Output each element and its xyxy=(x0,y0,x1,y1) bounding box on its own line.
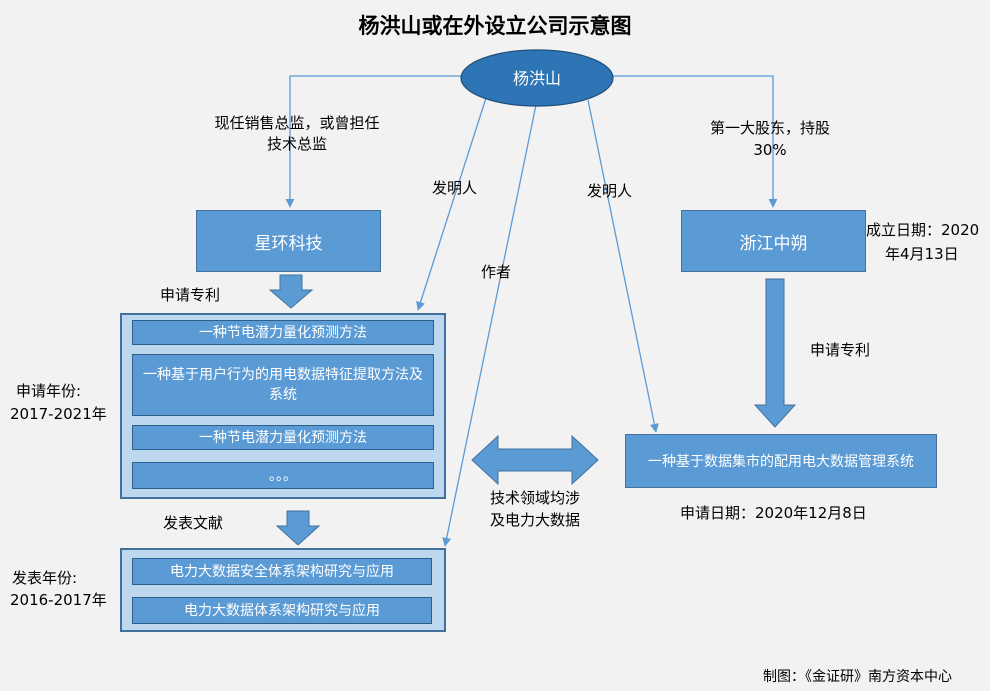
paper-item: 电力大数据安全体系架构研究与应用 xyxy=(132,558,432,585)
diagram-title: 杨洪山或在外设立公司示意图 xyxy=(358,14,632,38)
tech-overlap-line2: 及电力大数据 xyxy=(489,511,580,529)
credit-text: 制图：《金证研》南方资本中心 xyxy=(763,669,952,685)
patent-left-ellipsis: 。。。 xyxy=(132,462,434,489)
connector-author xyxy=(442,104,537,547)
inventor-right-label: 发明人 xyxy=(587,182,633,200)
apply-years-line2: 2017-2021年 xyxy=(10,405,107,423)
founded-date-line1: 成立日期：2020 xyxy=(866,221,980,239)
connector-inventor-left xyxy=(416,97,487,311)
block-arrow-apply-left xyxy=(268,274,314,309)
company-xinghuan: 星环科技 xyxy=(196,210,381,272)
right-relation-line1: 第一大股东，持股 xyxy=(709,119,830,137)
patent-right: 一种基于数据集市的配用电大数据管理系统 xyxy=(625,434,937,488)
connector-inventor-right xyxy=(587,99,659,433)
apply-date-right: 申请日期：2020年12月8日 xyxy=(680,504,867,522)
patent-left-item: 一种节电潜力量化预测方法 xyxy=(132,320,434,345)
double-arrow-tech-overlap xyxy=(471,434,599,486)
founded-date-line2: 年4月13日 xyxy=(885,245,959,263)
connector-to-xinghuan xyxy=(285,75,462,208)
patent-left-item: 一种基于用户行为的用电数据特征提取方法及系统 xyxy=(132,354,434,416)
apply-years-line1: 申请年份: xyxy=(16,382,82,400)
apply-patent-left-label: 申请专利 xyxy=(160,286,221,304)
block-arrow-publish xyxy=(275,510,321,546)
center-ellipse xyxy=(460,49,614,107)
patent-left-item: 一种节电潜力量化预测方法 xyxy=(132,425,434,450)
tech-overlap-line1: 技术领域均涉 xyxy=(489,489,580,507)
left-relation-label: 现任销售总监，或曾担任技术总监 xyxy=(214,114,380,153)
publish-label: 发表文献 xyxy=(163,514,224,532)
center-node-label: 杨洪山 xyxy=(512,69,561,88)
author-label: 作者 xyxy=(481,263,512,281)
connector-to-zhejiang xyxy=(612,75,778,208)
block-arrow-apply-right xyxy=(753,278,797,428)
publish-years-line2: 2016-2017年 xyxy=(10,591,107,609)
inventor-left-label: 发明人 xyxy=(432,179,478,197)
paper-item: 电力大数据体系架构研究与应用 xyxy=(132,597,432,624)
publish-years-line1: 发表年份: xyxy=(12,569,78,587)
apply-patent-right-label: 申请专利 xyxy=(810,341,871,359)
company-zhejiang: 浙江中朔 xyxy=(681,210,866,272)
right-relation-line2: 30% xyxy=(753,141,787,159)
